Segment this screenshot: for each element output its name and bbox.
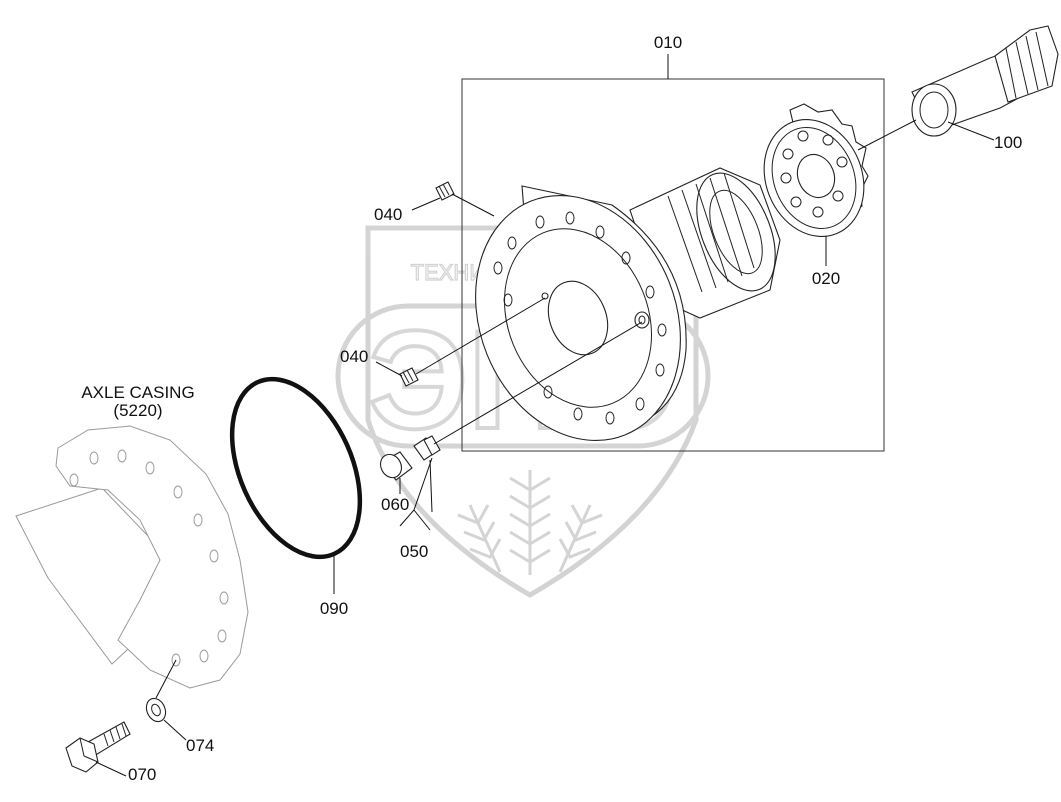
- washer-leader: [163, 719, 187, 741]
- hub-port: [634, 311, 650, 329]
- axle-casing-title: AXLE CASING: [81, 383, 194, 402]
- o-ring-part: [229, 376, 363, 560]
- seal-ring-part: [763, 103, 869, 238]
- bolt-head: [65, 737, 99, 773]
- shaft-part: [911, 25, 1059, 137]
- shaft-socket: [911, 83, 957, 137]
- hub-spline-end: [696, 172, 776, 292]
- callout-070: 070: [128, 765, 156, 784]
- watermark-wheat-icon: [457, 470, 603, 575]
- hub-spline-teeth: [667, 172, 755, 293]
- shaft-spline-end: [994, 25, 1059, 103]
- assembly-box: [461, 78, 885, 452]
- washer-part: [145, 697, 167, 723]
- plug-mid-part: [399, 367, 419, 387]
- fitting-part: [413, 435, 441, 461]
- hub-bolt-holes: [493, 211, 667, 425]
- axle-casing-code: (5220): [113, 401, 162, 420]
- hub-assembly: [475, 167, 781, 442]
- nut-part: [379, 451, 413, 481]
- callout-020: 020: [812, 269, 840, 288]
- axle-casing-bolt-holes: [69, 449, 229, 667]
- hub-flange-inner: [504, 228, 652, 408]
- axle-casing-flange: [55, 425, 249, 689]
- bolt-part: [65, 721, 131, 773]
- hub-bore: [547, 280, 609, 356]
- callout-100: 100: [994, 133, 1022, 152]
- callout-090: 090: [320, 599, 348, 618]
- shaft-leader: [947, 121, 995, 141]
- axle-casing-ghost: [15, 425, 249, 689]
- plug-top-leader: [411, 197, 441, 211]
- callout-074: 074: [186, 736, 214, 755]
- callout-040-mid: 040: [340, 347, 368, 366]
- callout-060: 060: [381, 495, 409, 514]
- callout-010: 010: [654, 33, 682, 52]
- bolt-leader: [95, 761, 127, 777]
- plug-top-part: [435, 181, 455, 201]
- plug-mid-leader: [375, 361, 403, 377]
- callout-050: 050: [400, 542, 428, 561]
- seal-ring-bore: [796, 153, 836, 199]
- callout-040-top: 040: [374, 205, 402, 224]
- seal-ring-holes: [780, 130, 848, 218]
- shaft-axis-line: [857, 119, 917, 151]
